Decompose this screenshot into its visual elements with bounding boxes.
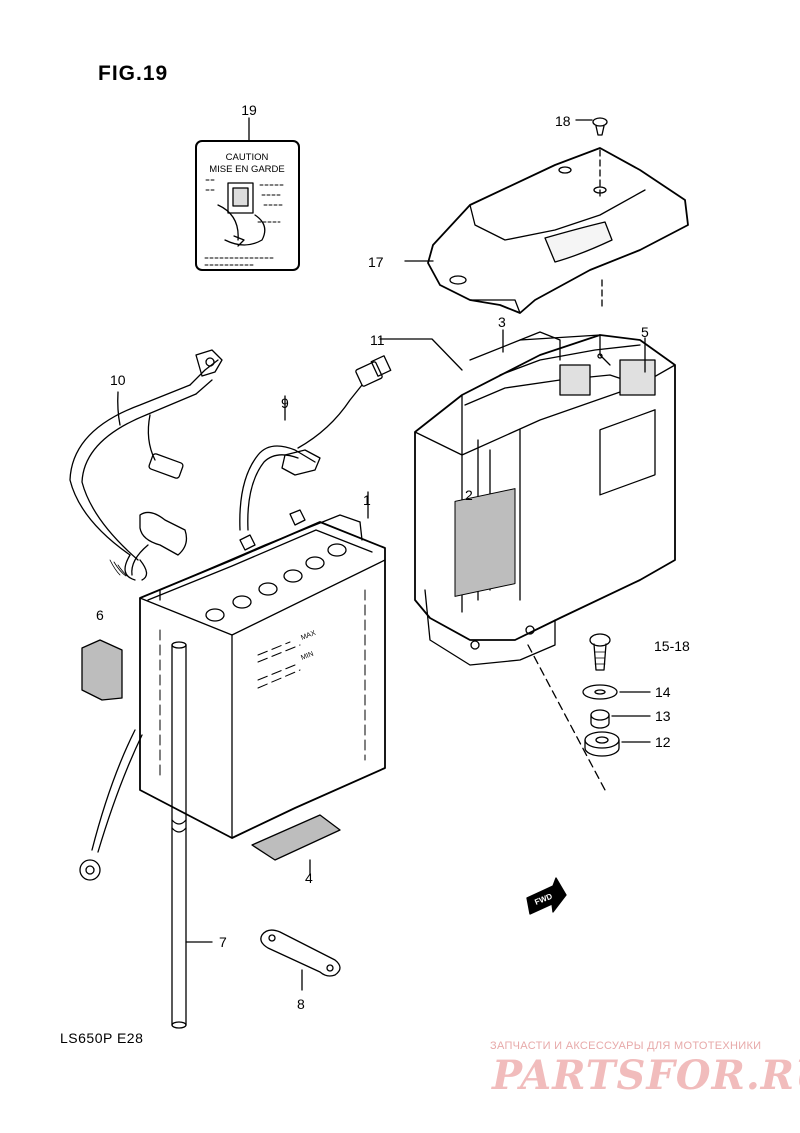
callout-8: 8	[297, 996, 305, 1012]
battery-cover-part	[404, 147, 689, 314]
positive-lead-part	[69, 349, 223, 581]
watermark-text: ЗАПЧАСТИ И АКСЕССУАРЫ ДЛЯ МОТОТЕХНИКИ	[490, 1040, 762, 1052]
callout-15-18: 15-18	[654, 638, 690, 654]
battery-part	[139, 491, 386, 839]
fwd-direction-arrow	[526, 877, 567, 915]
callout-14: 14	[655, 684, 671, 700]
callout-19: 19	[241, 102, 257, 118]
breather-tube-part	[171, 641, 213, 1029]
callout-1: 1	[363, 492, 371, 508]
figure-title: FIG.19	[98, 62, 169, 85]
callout-4: 4	[305, 870, 313, 886]
caution-label-heading: CAUTION	[226, 152, 269, 163]
callout-3: 3	[498, 314, 506, 330]
callout-7: 7	[219, 934, 227, 950]
callout-2: 2	[465, 487, 473, 503]
callout-12: 12	[655, 734, 671, 750]
battery-pads	[81, 639, 341, 876]
bracket-part	[260, 929, 341, 991]
callout-17: 17	[368, 254, 384, 270]
callout-9: 9	[281, 395, 289, 411]
callout-5: 5	[641, 324, 649, 340]
caution-label-part	[195, 117, 300, 271]
callout-18: 18	[555, 113, 571, 129]
callout-6: 6	[96, 607, 104, 623]
battery-max-label: MAX	[300, 630, 317, 642]
model-caption: LS650P E28	[60, 1030, 144, 1046]
ground-wire	[79, 729, 143, 881]
callout-10: 10	[110, 372, 126, 388]
callout-11: 11	[370, 332, 385, 348]
callout-13: 13	[655, 708, 671, 724]
caution-label-subheading: MISE EN GARDE	[209, 164, 285, 175]
mounting-hardware	[582, 633, 651, 757]
battery-holder-part	[379, 149, 676, 791]
negative-lead-part	[239, 355, 392, 531]
watermark-logo: PARTSFOR.RU	[492, 1052, 800, 1099]
cover-screw-part	[575, 117, 608, 136]
battery-min-label: MIN	[300, 651, 315, 662]
